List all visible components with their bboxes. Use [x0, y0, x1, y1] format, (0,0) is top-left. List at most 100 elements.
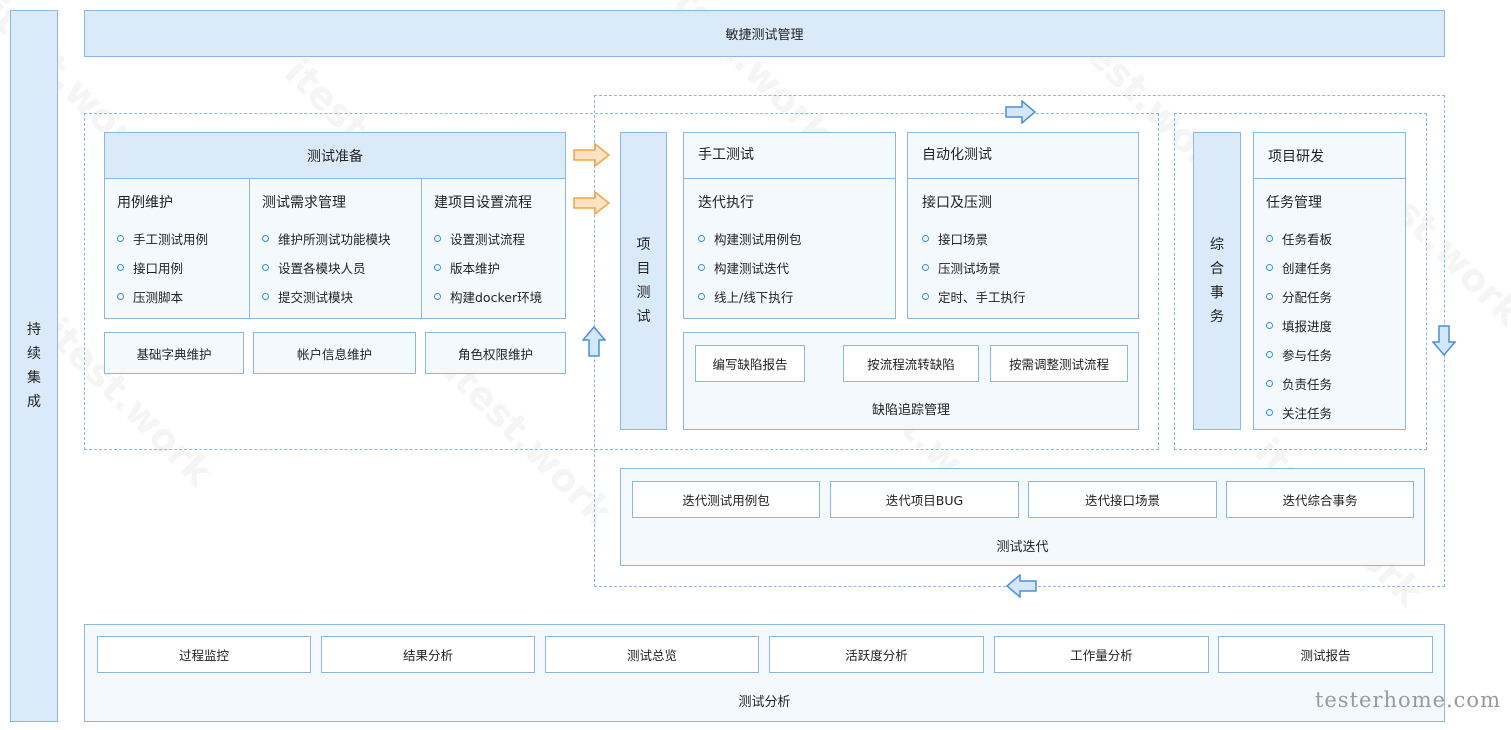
manual-test-title: 手工测试	[698, 147, 754, 163]
list-item: 压测脚本	[117, 282, 247, 311]
automation-test-panel: 自动化测试 接口及压测 接口场景 压测试场景 定时、手工执行	[907, 132, 1139, 319]
bar-char: 持	[27, 322, 41, 338]
bullet-icon	[117, 264, 124, 271]
column-title: 建项目设置流程	[434, 195, 532, 211]
list-item: 维护所测试功能模块	[262, 224, 422, 253]
arrow-left-icon	[1005, 574, 1037, 598]
list-item: 定时、手工执行	[922, 282, 1122, 311]
list-item: 设置测试流程	[434, 224, 566, 253]
test-iteration-label: 测试迭代	[996, 539, 1049, 555]
bar-char: 集	[27, 370, 41, 386]
list-item: 提交测试模块	[262, 282, 422, 311]
list-item: 接口场景	[922, 224, 1122, 253]
adjust-test-workflow-button[interactable]: 按需调整测试流程	[990, 345, 1128, 382]
bullet-icon	[1266, 380, 1273, 387]
result-analysis-button[interactable]: 结果分析	[321, 636, 535, 673]
list-item: 创建任务	[1266, 253, 1404, 282]
bullet-icon	[698, 293, 705, 300]
activity-analysis-button[interactable]: 活跃度分析	[769, 636, 984, 673]
bullet-icon	[1266, 322, 1273, 329]
process-monitor-button[interactable]: 过程监控	[97, 636, 311, 673]
bullet-icon	[434, 293, 441, 300]
automation-test-list: 接口及压测 接口场景 压测试场景 定时、手工执行	[922, 192, 1122, 311]
list-item: 关注任务	[1266, 398, 1404, 427]
defect-tracking-label: 缺陷追踪管理	[871, 402, 950, 418]
bullet-icon	[922, 264, 929, 271]
list-item: 填报进度	[1266, 311, 1404, 340]
manual-test-panel: 手工测试 迭代执行 构建测试用例包 构建测试迭代 线上/线下执行	[683, 132, 896, 319]
bullet-icon	[1266, 351, 1273, 358]
bullet-icon	[698, 235, 705, 242]
bar-char: 续	[27, 346, 41, 362]
bullet-icon	[1266, 293, 1273, 300]
bullet-icon	[1266, 264, 1273, 271]
task-management-list: 任务管理 任务看板 创建任务 分配任务 填报进度 参与任务 负责任务 关注任务	[1266, 192, 1404, 427]
bullet-icon	[262, 293, 269, 300]
column-title: 迭代执行	[698, 195, 754, 211]
manual-test-list: 迭代执行 构建测试用例包 构建测试迭代 线上/线下执行	[698, 192, 888, 311]
iteration-api-scenario-button[interactable]: 迭代接口场景	[1028, 481, 1217, 518]
iteration-general-affairs-button[interactable]: 迭代综合事务	[1226, 481, 1414, 518]
defect-tracking-panel: 编写缺陷报告 按流程流转缺陷 按需调整测试流程 缺陷追踪管理	[683, 332, 1139, 430]
iteration-bug-button[interactable]: 迭代项目BUG	[830, 481, 1019, 518]
list-item: 手工测试用例	[117, 224, 247, 253]
test-report-button[interactable]: 测试报告	[1218, 636, 1433, 673]
agile-test-management-bar: 敏捷测试管理	[84, 10, 1445, 57]
role-permission-button[interactable]: 角色权限维护	[425, 332, 566, 374]
test-preparation-panel: 测试准备 用例维护 手工测试用例 接口用例 压测脚本 测试需求管理 维护所测试功…	[104, 132, 566, 319]
account-info-button[interactable]: 帐户信息维护	[253, 332, 416, 374]
list-item: 负责任务	[1266, 369, 1404, 398]
write-defect-report-button[interactable]: 编写缺陷报告	[695, 345, 805, 382]
bullet-icon	[1266, 409, 1273, 416]
list-item: 构建docker环境	[434, 282, 566, 311]
list-item: 构建测试用例包	[698, 224, 888, 253]
bar-char: 成	[27, 394, 41, 410]
requirement-column: 测试需求管理 维护所测试功能模块 设置各模块人员 提交测试模块	[262, 192, 422, 311]
general-affairs-block: 综 合 事 务	[1193, 132, 1241, 430]
test-preparation-header: 测试准备	[105, 133, 565, 178]
list-item: 线上/线下执行	[698, 282, 888, 311]
top-bar-title: 敏捷测试管理	[725, 28, 804, 43]
test-iteration-panel: 迭代测试用例包 迭代项目BUG 迭代接口场景 迭代综合事务 测试迭代	[620, 468, 1425, 566]
bullet-icon	[1266, 235, 1273, 242]
project-test-block: 项 目 测 试	[620, 132, 667, 430]
list-item: 设置各模块人员	[262, 253, 422, 282]
project-rnd-title: 项目研发	[1268, 149, 1324, 165]
bullet-icon	[922, 293, 929, 300]
workload-analysis-button[interactable]: 工作量分析	[994, 636, 1209, 673]
dictionary-maintenance-button[interactable]: 基础字典维护	[104, 332, 244, 374]
arrow-down-icon	[1432, 325, 1456, 357]
bullet-icon	[117, 235, 124, 242]
defect-workflow-button[interactable]: 按流程流转缺陷	[843, 345, 979, 382]
project-setup-column: 建项目设置流程 设置测试流程 版本维护 构建docker环境	[434, 192, 566, 311]
column-title: 用例维护	[117, 195, 173, 211]
column-title: 接口及压测	[922, 195, 992, 211]
general-affairs-region	[1174, 113, 1427, 450]
bullet-icon	[434, 235, 441, 242]
list-item: 参与任务	[1266, 340, 1404, 369]
continuous-integration-bar: 持 续 集 成	[10, 10, 58, 722]
bullet-icon	[922, 235, 929, 242]
iteration-case-package-button[interactable]: 迭代测试用例包	[632, 481, 820, 518]
bullet-icon	[117, 293, 124, 300]
column-title: 任务管理	[1266, 195, 1322, 211]
preparation-region	[84, 113, 1159, 450]
testerhome-watermark: testerhome.com	[1314, 688, 1501, 712]
list-item: 任务看板	[1266, 224, 1404, 253]
bullet-icon	[262, 235, 269, 242]
list-item: 接口用例	[117, 253, 247, 282]
bullet-icon	[434, 264, 441, 271]
list-item: 压测试场景	[922, 253, 1122, 282]
column-title: 测试需求管理	[262, 195, 346, 211]
test-analysis-panel: 过程监控 结果分析 测试总览 活跃度分析 工作量分析 测试报告 测试分析	[84, 624, 1445, 722]
list-item: 构建测试迭代	[698, 253, 888, 282]
project-rnd-panel: 项目研发 任务管理 任务看板 创建任务 分配任务 填报进度 参与任务 负责任务 …	[1253, 132, 1406, 430]
test-analysis-label: 测试分析	[738, 694, 791, 710]
arrow-right-icon	[573, 143, 611, 167]
case-maintenance-column: 用例维护 手工测试用例 接口用例 压测脚本	[117, 192, 247, 311]
test-overview-button[interactable]: 测试总览	[545, 636, 759, 673]
test-preparation-title: 测试准备	[307, 148, 363, 165]
arrow-right-icon	[573, 191, 611, 215]
arrow-up-icon	[582, 325, 606, 357]
list-item: 版本维护	[434, 253, 566, 282]
